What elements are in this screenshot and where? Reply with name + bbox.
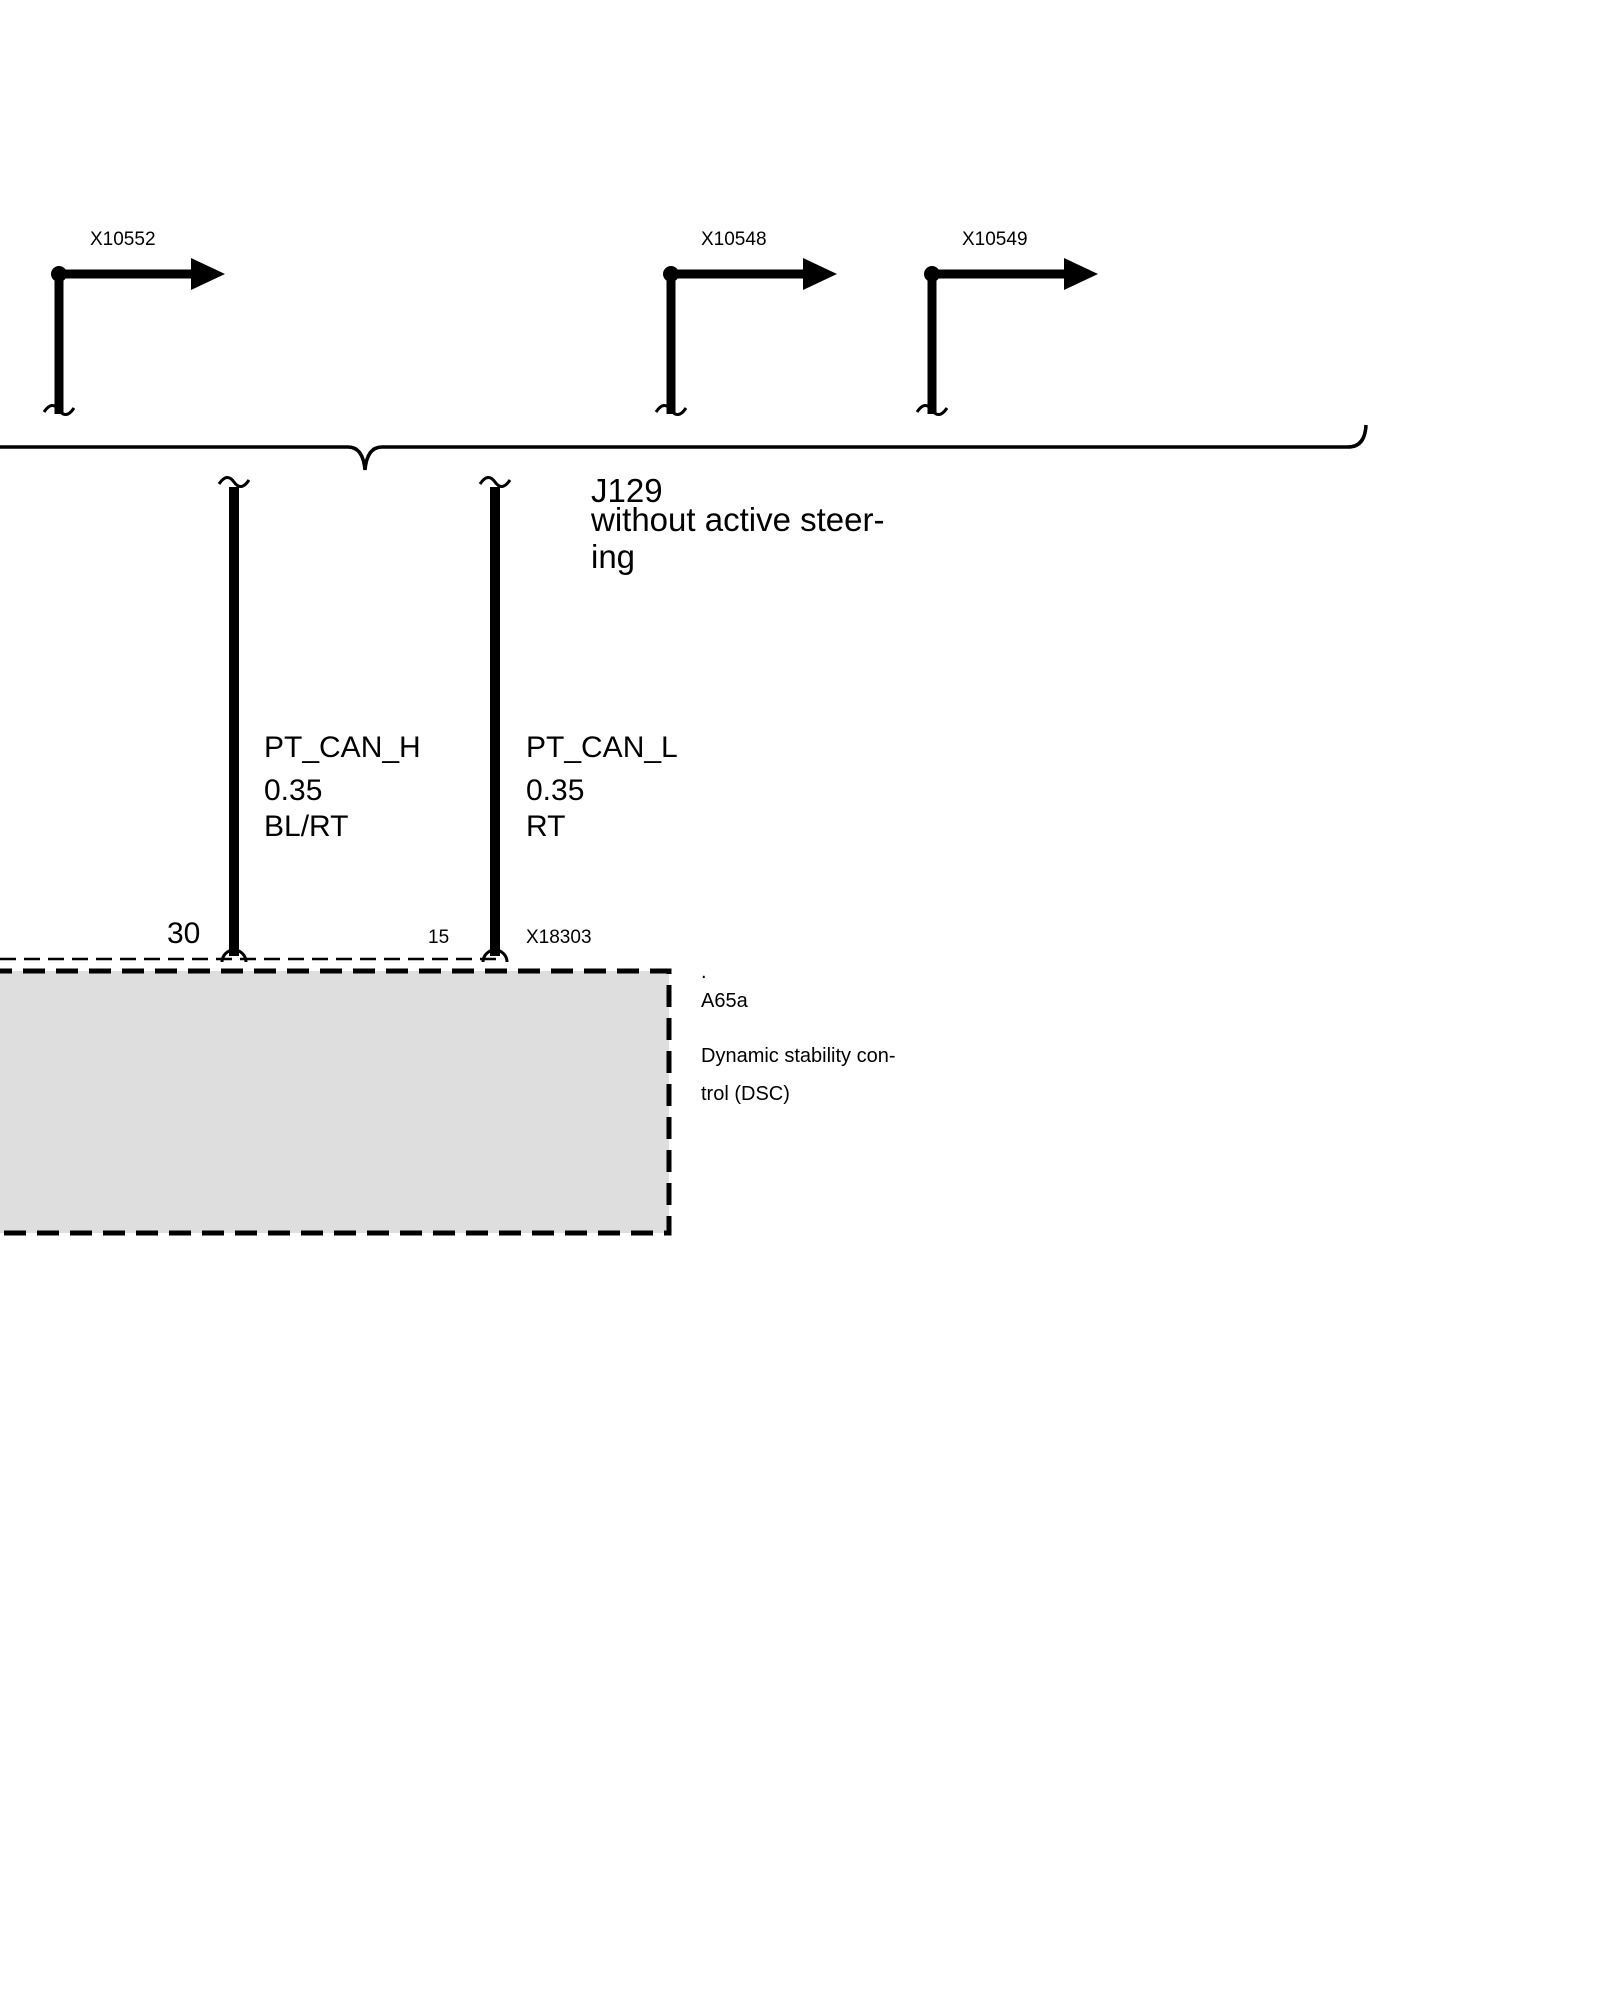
branch-x10552: X10552 (42, 229, 225, 416)
module-dot: . (701, 961, 707, 983)
junction-note-line1: without active steer- (590, 501, 884, 538)
wire-signal-pt-can-h: PT_CAN_H (264, 731, 421, 764)
pin-number-30: 30 (167, 917, 200, 950)
connector-label-x10549: X10549 (962, 229, 1028, 250)
module-connector-label: X18303 (526, 927, 592, 948)
branch-x10548: X10548 (654, 229, 837, 416)
pin-number-15: 15 (428, 927, 449, 948)
wire-color-pt-can-h: BL/RT (264, 810, 348, 843)
junction-note-line2: ing (591, 538, 635, 575)
module-box-dsc (0, 968, 672, 1236)
wire-signal-pt-can-l: PT_CAN_L (526, 731, 678, 764)
connector-label-x10552: X10552 (90, 229, 156, 250)
module-id: A65a (701, 990, 749, 1012)
wire-gauge-pt-can-l: 0.35 (526, 774, 584, 807)
branch-x10549: X10549 (915, 229, 1098, 416)
wire-color-pt-can-l: RT (526, 810, 565, 843)
module-desc-line1: Dynamic stability con- (701, 1045, 896, 1067)
connector-label-x10548: X10548 (701, 229, 767, 250)
wire-gauge-pt-can-h: 0.35 (264, 774, 322, 807)
wire-pt-can-l: PT_CAN_L 0.35 RT 15 (428, 476, 678, 963)
junction-id: J129 (591, 472, 663, 509)
module-desc-line2: trol (DSC) (701, 1083, 790, 1105)
wire-pt-can-h: PT_CAN_H 0.35 BL/RT 30 (167, 476, 421, 963)
junction-brace (0, 424, 1368, 471)
